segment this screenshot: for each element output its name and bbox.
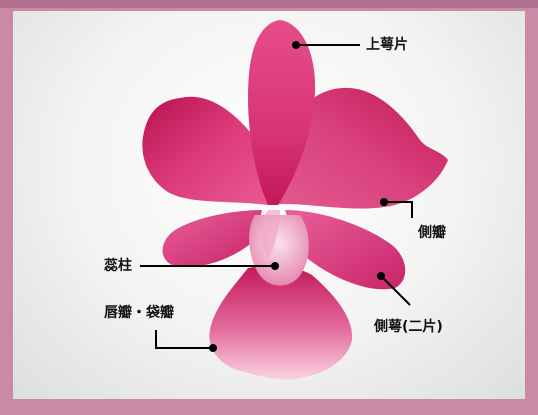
lateral-sepal-right [285, 210, 406, 290]
lateral-sepal-pointer-dot [377, 272, 385, 280]
lateral-petal-right [270, 87, 448, 209]
label-lateral-petal: 側瓣 [418, 225, 446, 241]
lateral-petal-left [142, 96, 269, 205]
dorsal-sepal-pointer-dot [292, 41, 300, 49]
label-lateral-sepal: 側萼(二片) [374, 319, 443, 335]
lateral-petal-pointer-dot [380, 198, 388, 206]
lateral-sepal-left [162, 210, 262, 267]
top-strip [0, 0, 538, 8]
label-lip: 唇瓣・袋瓣 [104, 305, 174, 321]
lip-pointer-dot [209, 344, 217, 352]
label-column: 蕊柱 [104, 258, 132, 274]
label-dorsal-sepal: 上萼片 [366, 37, 408, 53]
column-highlight [261, 210, 280, 258]
leader-lines [140, 44, 413, 349]
dorsal-sepal [248, 20, 316, 205]
lip-pouch [209, 265, 353, 380]
column-pointer-dot [271, 262, 279, 270]
